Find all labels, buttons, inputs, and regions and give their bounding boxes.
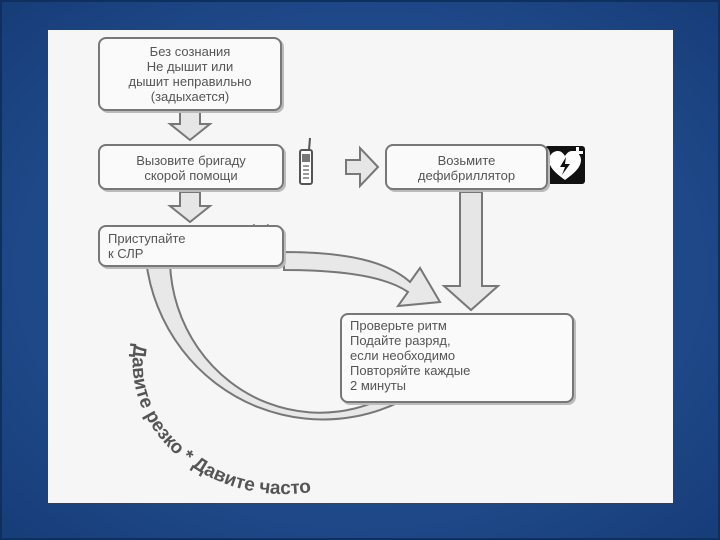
box-unconscious-line-4: (задыхается) xyxy=(150,89,230,104)
box-get-defibrillator: Возьмите дефибриллятор xyxy=(385,144,548,190)
arrow-right xyxy=(345,145,380,189)
box-rhythm-line-2: Подайте разряд, xyxy=(350,333,451,348)
box-unconscious: Без сознания Не дышит или дышит неправил… xyxy=(98,37,282,111)
box-start-cpr: Приступайте к СЛР xyxy=(98,225,284,267)
arrow-down-long xyxy=(441,191,501,312)
box-rhythm-line-4: Повторяйте каждые xyxy=(350,363,471,378)
box-check-rhythm: Проверьте ритм Подайте разряд, если необ… xyxy=(340,313,574,403)
box-defib-line-1: Возьмите xyxy=(437,153,496,168)
box-rhythm-line-3: если необходимо xyxy=(350,348,456,363)
arrow-down-2 xyxy=(167,191,213,224)
phone-icon xyxy=(299,137,313,185)
box-rhythm-line-1: Проверьте ритм xyxy=(350,318,447,333)
box-defib-line-2: дефибриллятор xyxy=(417,168,516,183)
box-cpr-line-1: Приступайте xyxy=(108,231,186,246)
box-unconscious-line-1: Без сознания xyxy=(149,44,231,59)
cycle-arrow-top xyxy=(283,250,442,308)
box-call-line-1: Вызовите бригаду xyxy=(136,153,246,168)
cycle-text-path: Давите резко * Давите часто xyxy=(128,343,312,499)
box-unconscious-line-3: дышит неправильно xyxy=(128,74,252,89)
arrow-down-1 xyxy=(167,111,213,142)
box-call-line-2: скорой помощи xyxy=(144,168,238,183)
box-unconscious-line-2: Не дышит или xyxy=(146,59,234,74)
box-cpr-line-2: к СЛР xyxy=(108,246,144,261)
cycle-text: Давите резко * Давите часто xyxy=(128,343,312,499)
box-call-ambulance: Вызовите бригаду скорой помощи xyxy=(98,144,284,190)
diagram-canvas: Давите резко * Давите часто xyxy=(48,30,673,503)
box-rhythm-line-5: 2 минуты xyxy=(350,378,407,393)
aed-heart-icon xyxy=(545,146,585,184)
